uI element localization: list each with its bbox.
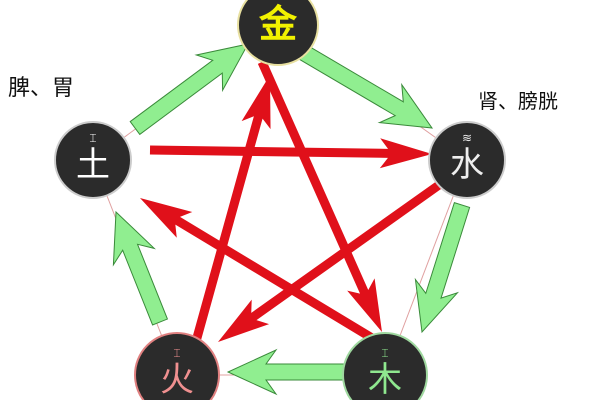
earth-symbol-icon: ⌶ xyxy=(89,131,96,145)
generating-arrow-water-wood xyxy=(414,201,471,334)
controlling-arrow-water-fire xyxy=(218,176,449,342)
wood-character: 木 xyxy=(368,360,402,400)
fire-symbol-icon: ⌶ xyxy=(173,346,180,360)
generating-arrow-metal-water xyxy=(291,40,434,129)
earth-character: 土 xyxy=(76,145,110,185)
controlling-arrow-earth-water xyxy=(149,138,433,169)
metal-node xyxy=(237,0,319,66)
earth-node xyxy=(54,121,132,199)
metal-character: 金 xyxy=(258,2,298,46)
water-organ-label: 肾、膀胱 xyxy=(478,89,558,113)
fire-node xyxy=(134,332,220,400)
generating-arrow-earth-metal xyxy=(129,43,249,136)
water-symbol-icon: ≋ xyxy=(462,131,472,145)
water-node xyxy=(428,121,506,199)
controlling-arrow-fire-metal xyxy=(190,75,271,347)
wood-node xyxy=(342,332,428,400)
controlling-arrow-wood-earth xyxy=(140,198,375,342)
generating-arrow-wood-fire xyxy=(226,348,363,396)
generating-arrow-fire-earth xyxy=(112,210,169,326)
controlling-arrow-metal-wood xyxy=(257,60,382,333)
water-character: 水 xyxy=(450,145,484,185)
earth-organ-label: 脾、胃 xyxy=(8,76,75,101)
wood-symbol-icon: ⌶ xyxy=(381,346,388,360)
fire-character: 火 xyxy=(160,360,194,400)
